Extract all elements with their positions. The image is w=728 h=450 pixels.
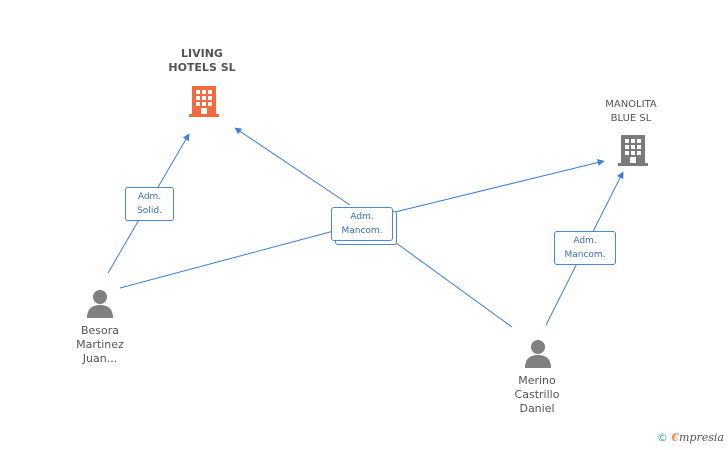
person-name-line2: Martinez [76, 338, 124, 351]
person-label-besora: Besora Martinez Juan... [60, 324, 140, 366]
person-name-line3: Daniel [519, 402, 555, 415]
person-icon[interactable] [86, 288, 114, 318]
person-icon[interactable] [524, 338, 552, 368]
company-name-line1: MANOLITA [605, 99, 657, 110]
company-label-manolita-blue: MANOLITA BLUE SL [586, 98, 676, 126]
company-label-living-hotels: LIVING HOTELS SL [155, 47, 249, 75]
person-name-line2: Castrillo [514, 388, 560, 401]
role-label-adm-solid[interactable]: Adm. Solid. [125, 187, 174, 221]
company-name-line2: HOTELS SL [168, 61, 236, 74]
person-name-line1: Merino [518, 374, 556, 387]
role-line1: Adm. [350, 212, 374, 222]
role-line2: Mancom. [564, 250, 606, 260]
edge-center-to-manolita [394, 159, 605, 213]
role-label-adm-mancom-right[interactable]: Adm. Mancom. [554, 231, 616, 265]
person-name-line1: Besora [80, 324, 120, 337]
brand-name: mpresia [679, 431, 724, 444]
edge-besora-to-center [119, 227, 346, 289]
building-icon[interactable] [617, 133, 649, 167]
person-label-merino: Merino Castrillo Daniel [497, 374, 577, 416]
edge-merino-to-center [391, 239, 513, 328]
edge-center-to-living [234, 127, 351, 206]
person-name-line3: Juan... [82, 352, 118, 365]
copyright-symbol: © [656, 431, 668, 444]
brand-initial: € [671, 431, 680, 444]
role-line2: Solid. [137, 206, 162, 216]
role-line2: Mancom. [341, 226, 383, 236]
empresia-logo[interactable]: © €mpresia [657, 431, 724, 444]
company-name-line1: LIVING [181, 47, 223, 60]
role-label-adm-mancom[interactable]: Adm. Mancom. [331, 207, 393, 241]
building-icon[interactable] [188, 84, 220, 118]
company-name-line2: BLUE SL [610, 113, 652, 124]
role-line1: Adm. [137, 192, 162, 202]
role-line1: Adm. [573, 236, 597, 246]
